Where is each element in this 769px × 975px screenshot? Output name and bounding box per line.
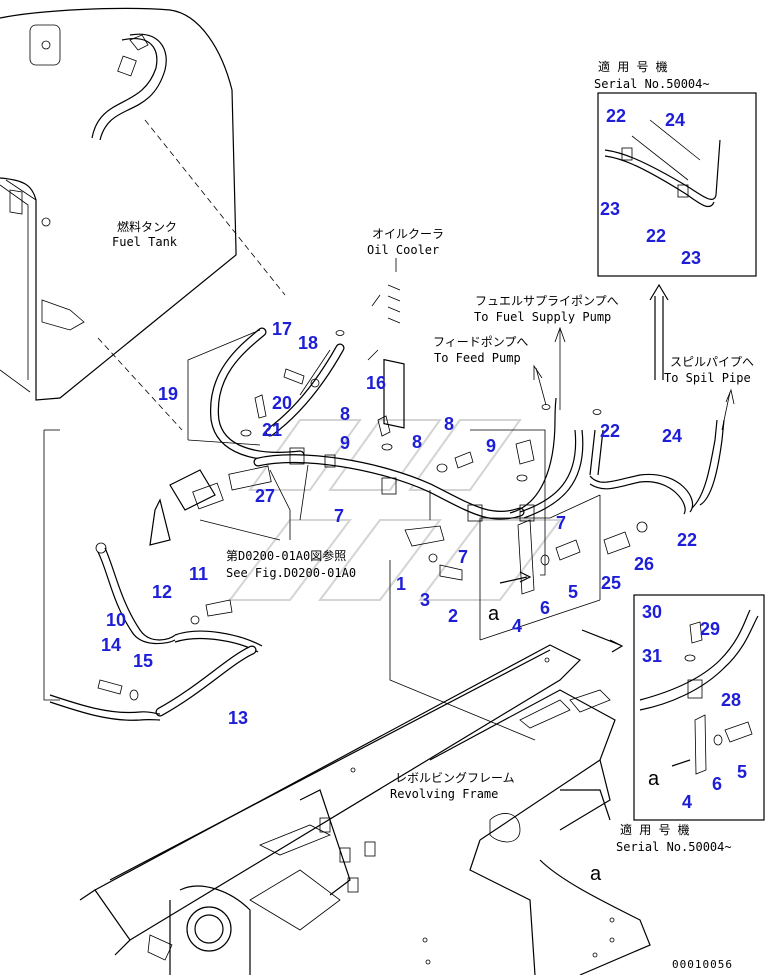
part-number: 6 [712,774,722,794]
fuel-tank-label-jp: 燃料タンク [117,219,177,234]
spill-pipe-label-jp: スピルパイプへ [670,355,754,369]
part-number: 24 [665,110,685,130]
part-number: 30 [642,602,662,622]
revolving-frame: レボルビングフレーム Revolving Frame a [79,644,651,975]
part-number: 4 [682,792,692,812]
feed-pump-label-jp: フィードポンプへ [433,335,528,349]
detail-box-bottom: 適 用 号 機 Serial No.50004~ [581,594,765,854]
part-number: 23 [681,248,701,268]
part-number: 6 [540,598,550,618]
part-number: 13 [228,708,248,728]
serial-bottom-label-jp: 適 用 号 機 [620,822,690,837]
part-number-callouts: 17 18 16 19 20 21 8 9 27 7 8 9 8 9 7 7 1… [101,106,747,812]
part-number: 7 [458,547,468,567]
part-number: 20 [272,393,292,413]
part-number: 17 [272,319,292,339]
part-number: 7 [556,513,566,533]
oil-cooler-label-jp: オイルクーラ [372,227,444,241]
part-number: 22 [606,106,626,126]
part-number: 2 [448,606,458,626]
part-number: 9 [340,433,350,453]
part-number: 31 [642,646,662,666]
part-number: 26 [634,554,654,574]
feed-pump-label-en: To Feed Pump [434,351,521,365]
callout-frames [187,329,601,741]
part-number: 1 [396,574,406,594]
part-number: 9 [486,436,496,456]
serial-bottom-label-en: Serial No.50004~ [616,840,732,854]
hose-assembly [49,327,725,721]
drawing-code: 00010056 [672,958,733,971]
part-number: 7 [334,506,344,526]
part-number: 11 [189,564,208,584]
part-number: 19 [158,384,178,404]
letter-a-main: a [488,603,500,625]
part-number: 25 [601,573,621,593]
detail-box-top: 適 用 号 機 Serial No.50004~ [594,59,757,380]
part-number: 28 [721,690,741,710]
flow-arrows [533,326,735,431]
part-number: 24 [662,426,682,446]
part-number: 18 [298,333,318,353]
part-number: 5 [568,582,578,602]
fuel-tank-label-en: Fuel Tank [112,235,178,249]
part-number: 23 [600,199,620,219]
see-fig-label-jp: 第D0200-01A0図参照 [226,548,346,563]
part-number: 22 [677,530,697,550]
serial-top-label-jp: 適 用 号 機 [598,59,668,74]
part-number: 3 [420,590,430,610]
oil-cooler: オイルクーラ Oil Cooler [335,227,444,429]
part-number: 16 [366,373,386,393]
part-number: 10 [106,610,126,630]
oil-cooler-label-en: Oil Cooler [367,243,439,257]
part-number: 27 [255,486,275,506]
revolving-frame-label-jp: レボルビングフレーム [395,771,515,785]
letter-a-frame: a [590,863,602,885]
part-number: 12 [152,582,172,602]
part-number: 21 [262,420,282,440]
fuel-supply-label-jp: フュエルサプライポンプへ [475,294,619,308]
part-number: 8 [444,414,454,434]
letter-a-detail: a [648,768,660,790]
serial-top-label-en: Serial No.50004~ [594,77,710,91]
spill-pipe-label-en: To Spil Pipe [664,371,751,385]
part-number: 4 [512,616,522,636]
fuel-tank: 燃料タンク Fuel Tank [0,7,237,401]
part-number: 8 [340,404,350,424]
part-number: 14 [101,635,121,655]
revolving-frame-label-en: Revolving Frame [390,787,498,801]
watermark [228,419,562,601]
part-number: 8 [412,432,422,452]
part-number: 15 [133,651,153,671]
fuel-supply-label-en: To Fuel Supply Pump [474,310,611,324]
part-number: 5 [737,762,747,782]
fasteners [97,368,648,701]
part-number: 22 [646,226,666,246]
see-fig-label-en: See Fig.D0200-01A0 [226,566,356,580]
part-number: 29 [700,619,720,639]
part-number: 22 [600,421,620,441]
